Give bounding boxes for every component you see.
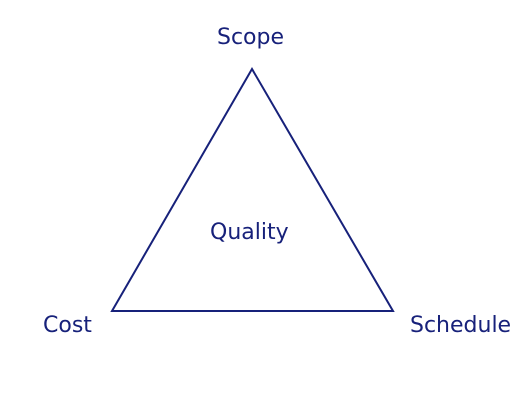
triangle-outline [110, 67, 395, 312]
scope-label: Scope [217, 25, 285, 50]
quality-label: Quality [210, 220, 289, 245]
schedule-label: Schedule [410, 313, 512, 338]
cost-label: Cost [43, 313, 92, 338]
